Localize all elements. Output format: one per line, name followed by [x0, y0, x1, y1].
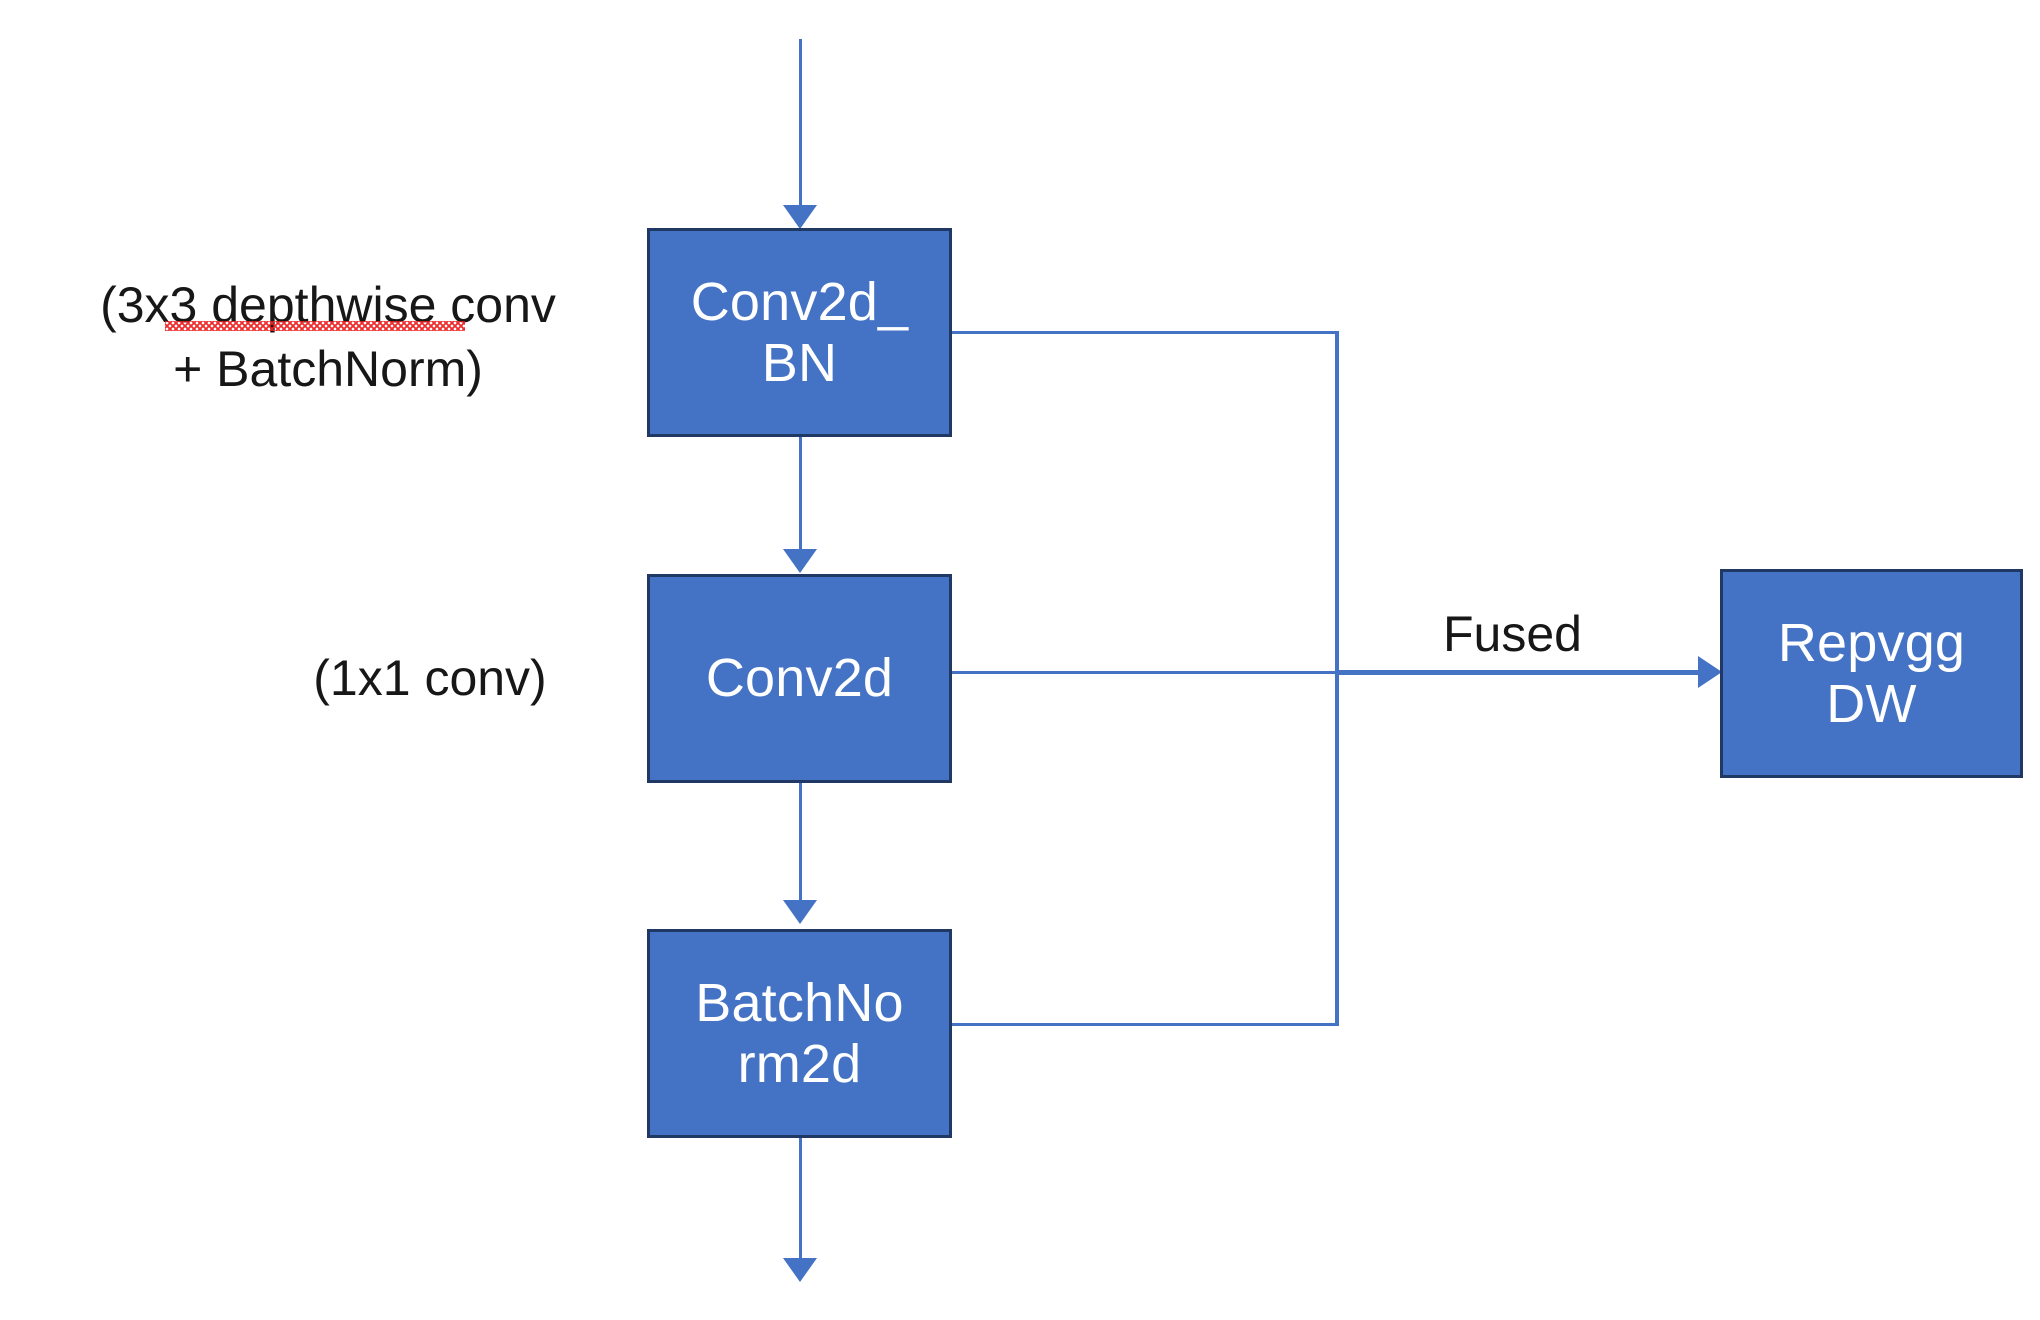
merge-rail-vertical: [1335, 331, 1339, 1026]
edge-fused-arrow-head: [1698, 656, 1722, 688]
edge-conv2dbn-to-rail: [950, 331, 1338, 334]
caption-pointwise-conv: (1x1 conv): [313, 650, 547, 706]
edge-conv2d-to-batchnorm-shaft: [799, 783, 802, 902]
edge-label-fused: Fused: [1443, 606, 1582, 662]
output-arrow-shaft: [799, 1138, 802, 1260]
input-arrow-head: [783, 205, 817, 229]
edge-conv2d-to-batchnorm-head: [783, 900, 817, 924]
spellcheck-underline-depthwise: [165, 321, 465, 331]
output-arrow-head: [783, 1258, 817, 1282]
node-repvgg-dw[interactable]: Repvgg DW: [1720, 569, 2023, 778]
node-conv2d[interactable]: Conv2d: [647, 574, 952, 783]
caption-depthwise-conv-batchnorm: (3x3 depthwise conv + BatchNorm): [100, 277, 556, 397]
edge-batchnorm-to-rail: [950, 1023, 1338, 1026]
edge-conv2d-to-rail: [950, 671, 1338, 674]
edge-fused-shaft: [1335, 670, 1700, 675]
edge-conv2dbn-to-conv2d-head: [783, 549, 817, 573]
node-batchnorm2d[interactable]: BatchNo rm2d: [647, 929, 952, 1138]
input-arrow-shaft: [799, 39, 802, 209]
node-conv2d-bn[interactable]: Conv2d_ BN: [647, 228, 952, 437]
edge-conv2dbn-to-conv2d-shaft: [799, 437, 802, 551]
